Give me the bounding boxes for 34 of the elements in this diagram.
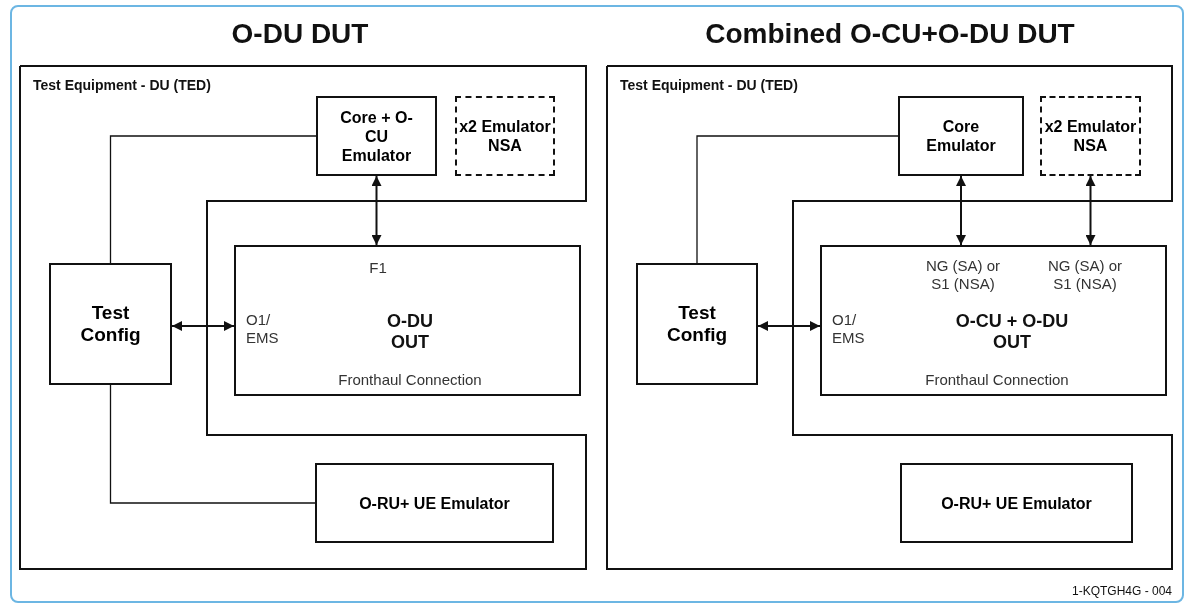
double-arrow bbox=[171, 321, 235, 331]
double-arrow bbox=[956, 175, 966, 246]
group-label: Test Equipment - DU (TED) bbox=[33, 77, 211, 93]
figure-id: 1-KQTGH4G - 004 bbox=[1071, 584, 1172, 598]
interface-label: Fronthaul Connection bbox=[337, 371, 483, 389]
interface-label: F1 bbox=[368, 259, 388, 277]
test-config-box: Test Config bbox=[636, 263, 758, 385]
device-under-test-box bbox=[234, 245, 581, 396]
double-arrow bbox=[1085, 175, 1096, 246]
connector-line bbox=[109, 135, 317, 264]
optional-emulator-box: x2 Emulator NSA bbox=[455, 96, 555, 176]
optional-emulator-box: x2 Emulator NSA bbox=[1040, 96, 1141, 176]
device-under-test-box bbox=[820, 245, 1167, 396]
group-label: Test Equipment - DU (TED) bbox=[620, 77, 798, 93]
interface-label: O1/ EMS bbox=[832, 311, 866, 347]
unit-title: O-CU + O-DU OUT bbox=[954, 311, 1070, 353]
panel-heading: Combined O-CU+O-DU DUT bbox=[705, 18, 1075, 50]
emulator-box: O-RU+ UE Emulator bbox=[900, 463, 1133, 543]
test-equipment-outline bbox=[19, 65, 587, 570]
test-equipment-outline bbox=[606, 65, 1173, 570]
interface-label: O1/ EMS bbox=[246, 311, 280, 347]
interface-label: NG (SA) or S1 (NSA) bbox=[924, 257, 1002, 293]
unit-title: O-DU OUT bbox=[386, 311, 434, 353]
emulator-box: O-RU+ UE Emulator bbox=[315, 463, 554, 543]
double-arrow bbox=[757, 321, 821, 331]
emulator-box: Core Emulator bbox=[898, 96, 1024, 176]
connector-line bbox=[696, 135, 899, 264]
interface-label: Fronthaul Connection bbox=[924, 371, 1070, 389]
panel-heading: O-DU DUT bbox=[231, 18, 369, 50]
double-arrow bbox=[371, 175, 382, 246]
connector-line bbox=[109, 384, 316, 504]
interface-label: NG (SA) or S1 (NSA) bbox=[1046, 257, 1124, 293]
test-config-box: Test Config bbox=[49, 263, 172, 385]
emulator-box: Core + O-CU Emulator bbox=[316, 96, 437, 176]
